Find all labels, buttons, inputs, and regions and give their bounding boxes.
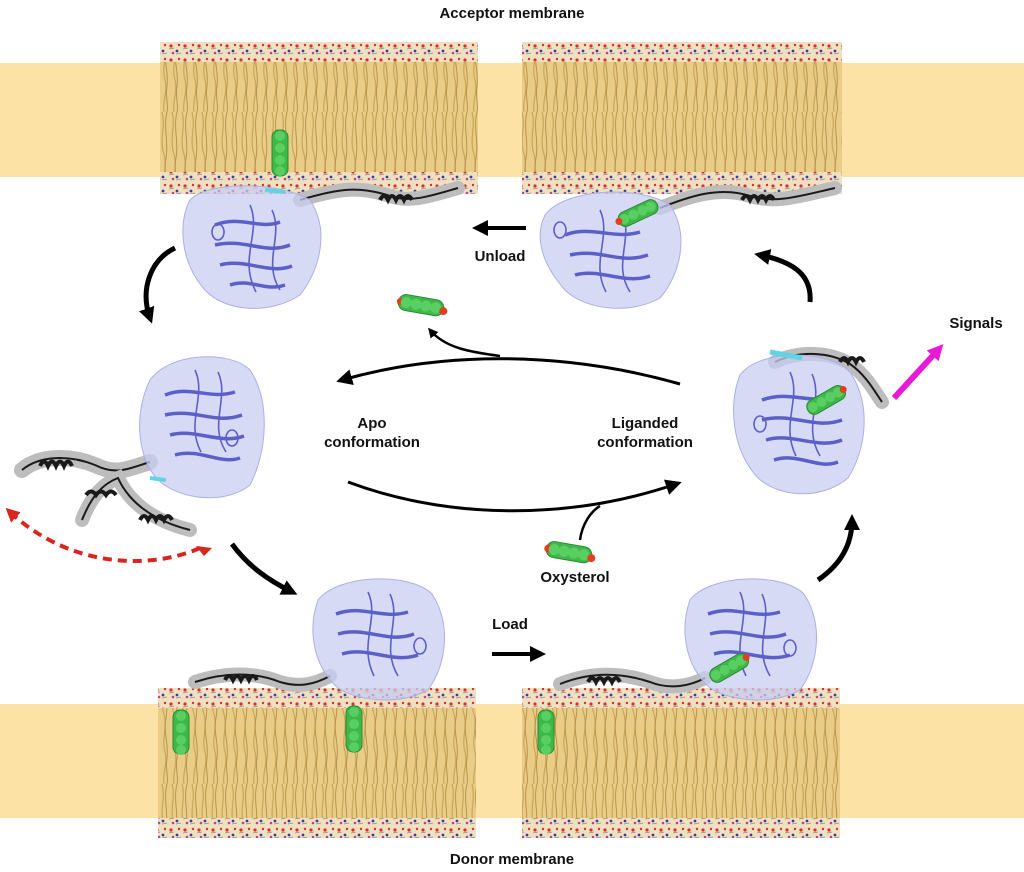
acceptor-membrane-label: Acceptor membrane xyxy=(439,5,585,22)
load-label: Load xyxy=(492,616,528,633)
arrow-apo-to-liganded xyxy=(347,479,682,513)
arrow-to-apo-from-top xyxy=(139,245,177,324)
apo-label-line2: conformation xyxy=(324,434,420,451)
flexibility-dashed-arrow xyxy=(5,507,201,563)
apo-label-line1: Apo xyxy=(357,415,387,432)
protein-top-left xyxy=(182,181,465,309)
flexibility-dashed-arrowhead-start xyxy=(196,546,212,556)
membrane-sterol-bottom-left-a xyxy=(172,709,190,755)
arrow-release-oxysterol xyxy=(428,327,501,358)
liganded-label-line1: Liganded xyxy=(611,415,679,432)
acceptor-membrane-patch-left xyxy=(160,42,478,194)
membrane-sterol-bottom-right xyxy=(537,709,555,755)
protein-top-right xyxy=(539,181,842,309)
acceptor-membrane-band xyxy=(0,63,1024,177)
protein-bottom-right xyxy=(553,578,817,701)
protein-liganded xyxy=(733,347,889,495)
donor-membrane-patch-right xyxy=(522,688,840,838)
arrow-liganded-to-apo xyxy=(336,357,681,386)
acceptor-membrane-patch-right xyxy=(522,42,842,194)
donor-membrane-patch-left xyxy=(158,688,476,838)
arrow-liganded-to-top xyxy=(754,249,813,303)
arrow-bottom-right-up xyxy=(816,514,860,583)
membrane-sterol-bottom-left-b xyxy=(345,705,363,753)
signals-label: Signals xyxy=(949,315,1003,332)
liganded-label-line2: conformation xyxy=(597,434,693,451)
donor-membrane-label: Donor membrane xyxy=(449,851,575,868)
protein-apo xyxy=(14,356,265,537)
arrow-bind-oxysterol xyxy=(578,504,601,541)
arrow-apo-to-donor xyxy=(229,542,298,595)
free-oxysterol-released xyxy=(396,294,448,317)
donor-membrane-band xyxy=(0,704,1024,818)
protein-bottom-left xyxy=(188,578,445,701)
unload-label: Unload xyxy=(474,248,526,265)
signals-arrow xyxy=(891,344,944,401)
membrane-sterol-top-left xyxy=(271,129,289,177)
apo-conformation-label: Apo conformation xyxy=(312,414,432,452)
free-oxysterol-incoming xyxy=(544,541,596,564)
oxysterol-label: Oxysterol xyxy=(540,569,610,586)
liganded-conformation-label: Liganded conformation xyxy=(580,414,710,452)
